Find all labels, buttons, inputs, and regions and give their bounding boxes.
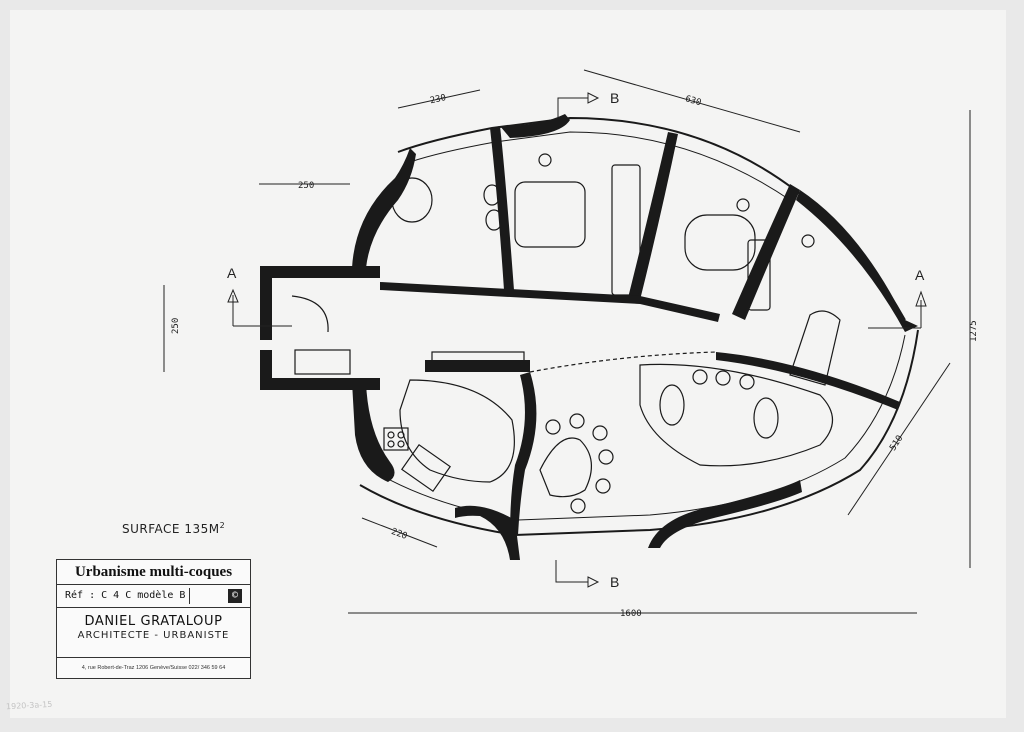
wall-entry-top [260,266,380,340]
section-a-left-marker [227,288,292,327]
wall-curved-divider [510,372,537,535]
surface-unit-superscript: 2 [219,521,226,530]
stool-5 [570,498,586,514]
stool-2 [592,425,608,441]
bed-room-1 [514,181,586,248]
wall-west-upper [352,148,416,268]
stool-6 [545,419,561,435]
title-block-title: Urbanisme multi-coques [57,560,250,585]
burner-3 [387,440,395,448]
bath-basin [391,177,433,223]
section-b-bottom-label: B [610,574,619,590]
wall-east-tip [796,190,918,332]
sink [400,443,452,493]
door-swing-entry [291,295,329,333]
wall-west-lower [352,382,395,482]
dashed-opening [529,351,717,373]
wc-fixture-1 [483,184,501,206]
outer-hull [359,116,919,537]
wardrobe-1 [611,164,641,296]
lamp-1 [538,153,552,167]
dim-line-230 [397,89,481,109]
armchair-1 [659,384,685,426]
section-b-top-marker [557,92,600,118]
dim-line-510 [847,362,951,516]
architect-address: 4, rue Robert-de-Traz 1206 Genève/Suisse… [57,657,250,678]
reference-separator [189,588,190,604]
sofa-east [789,310,841,386]
wall-south-shell-1 [455,505,520,560]
section-a-right-label: A [915,267,925,283]
cooktop [383,427,409,451]
storage-unit [431,351,525,371]
pouf-3 [739,374,755,390]
wall-north-link [500,114,570,138]
bed-room-2 [684,214,756,271]
burner-1 [387,431,395,439]
architect-name: DANIEL GRATALOUP [84,614,223,629]
wall-partition-3 [732,184,800,320]
surface-value: SURFACE 135M [122,522,220,536]
lamp-3 [801,234,815,248]
stool-3 [598,449,614,465]
burner-2 [397,431,405,439]
dim-label-250-top: 250 [298,181,314,191]
dim-label-1275: 1275 [969,320,979,342]
wall-partition-1 [490,126,514,290]
burner-4 [397,440,405,448]
pouf-2 [715,370,731,386]
wall-core-south [425,360,530,372]
title-block: Urbanisme multi-coques Réf : C 4 C modèl… [56,559,251,679]
title-block-reference-row: Réf : C 4 C modèle B © [57,585,250,608]
wardrobe-2 [747,239,771,311]
wall-south-shell-2 [648,480,802,548]
stool-1 [569,413,585,429]
section-b-bottom-marker [555,560,600,588]
section-a-right-marker [868,290,927,329]
wall-living-divider [716,352,900,410]
wall-partition-2 [628,132,678,300]
title-block-reference: Réf : C 4 C modèle B [65,590,186,601]
lounge-area [639,363,834,467]
wall-entry-bottom [260,350,380,390]
structural-walls [260,114,918,560]
dim-label-250-left: 250 [171,318,181,334]
wc-fixture-2 [485,209,503,231]
dim-label-230: 230 [429,93,447,106]
lamp-2 [736,198,750,212]
entry-closet [294,349,351,375]
dimension-lines [163,69,971,614]
dim-line-630 [583,69,801,133]
stool-4 [595,478,611,494]
dim-line-220 [361,517,438,548]
dim-label-510: 510 [888,434,905,453]
surface-area-label: SURFACE 135M2 [122,521,225,536]
hull-lower-line [359,329,919,537]
wall-corridor-north [380,282,720,322]
section-a-left-label: A [227,265,237,281]
kitchen-island [399,379,515,483]
dim-label-220: 220 [390,527,409,542]
pouf-1 [692,369,708,385]
furniture [291,153,841,514]
dim-label-630: 630 [684,94,702,108]
hull-upper-inner [409,131,791,201]
copyright-logo-icon: © [228,589,242,603]
architect-profession: ARCHITECTE - URBANISTE [77,630,230,641]
dim-label-1600: 1600 [620,609,642,619]
dining-seating [539,437,592,498]
section-b-top-label: B [610,90,619,106]
armchair-2 [753,397,779,439]
